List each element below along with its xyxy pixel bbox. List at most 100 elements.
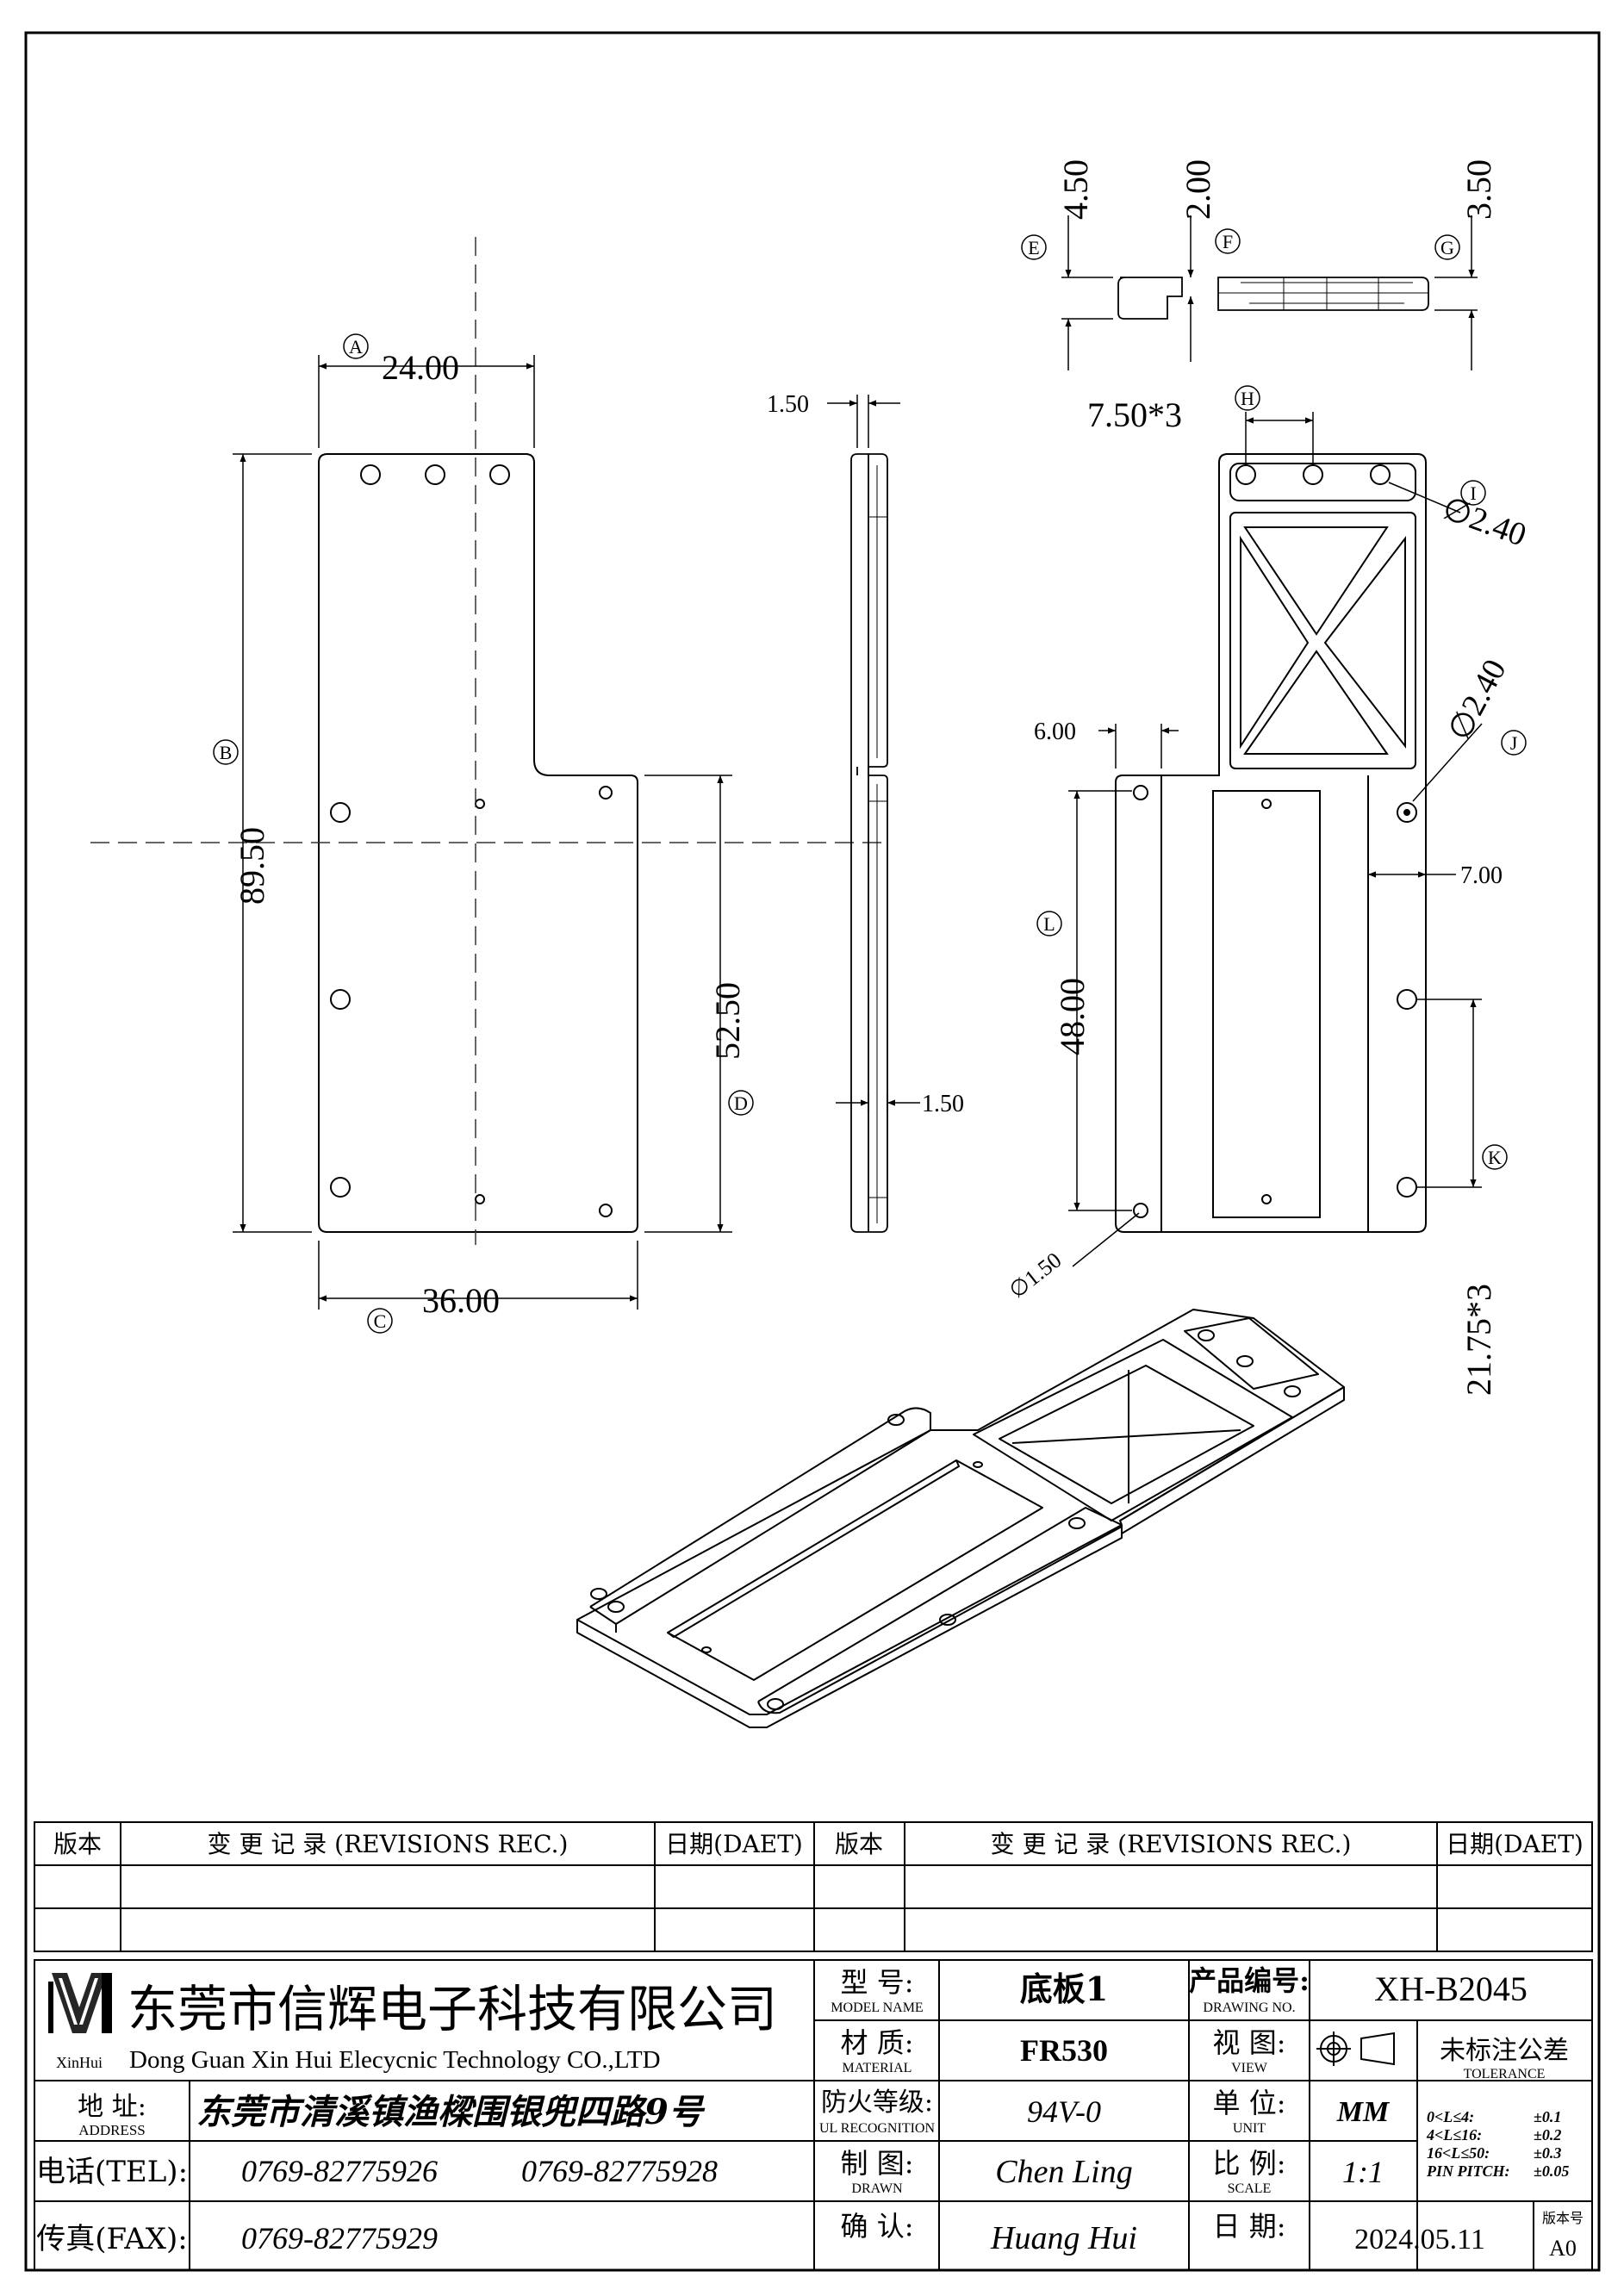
rev-header-record: 变 更 记 录 (REVISIONS REC.) bbox=[208, 1830, 569, 1858]
marker-g: G bbox=[1440, 237, 1454, 258]
marker-h: H bbox=[1241, 388, 1254, 409]
version-value: A0 bbox=[1549, 2236, 1577, 2261]
tel-value-1: 0769-82775926 bbox=[241, 2154, 438, 2188]
side-bot-thk-text: 1.50 bbox=[922, 1091, 964, 1117]
fire-value: 94V-0 bbox=[1027, 2094, 1101, 2129]
back-dim-texts: 7.50*3 ∅2.40 ∅2.40 6.00 7.00 48.00 21.75… bbox=[1005, 395, 1531, 1396]
unit-value: MM bbox=[1336, 2096, 1391, 2128]
fire-label-en: UL RECOGNITION bbox=[819, 2121, 936, 2136]
material-label-en: MATERIAL bbox=[843, 2061, 912, 2075]
marker-i: I bbox=[1470, 482, 1476, 504]
title-values-col2: 底板1 FR530 94V-0 Chen Ling Huang Hui bbox=[990, 1969, 1137, 2256]
tolerance-label-en: TOLERANCE bbox=[1464, 2067, 1546, 2081]
scale-value: 1:1 bbox=[1342, 2155, 1384, 2189]
front-hole bbox=[475, 799, 485, 809]
fire-label: 防火等级: bbox=[821, 2088, 933, 2118]
svg-text:±0.3: ±0.3 bbox=[1534, 2144, 1561, 2162]
dim-g-text: 3.50 bbox=[1459, 159, 1498, 220]
marker-j: J bbox=[1510, 732, 1518, 754]
view-label-en: VIEW bbox=[1231, 2061, 1268, 2075]
drawing-no-label-en: DRAWING NO. bbox=[1203, 2000, 1295, 2015]
markers-back: H I J L K bbox=[1036, 385, 1527, 1170]
version-label: 版本号 bbox=[1542, 2210, 1584, 2226]
front-view bbox=[318, 453, 638, 1233]
svg-text:±0.2: ±0.2 bbox=[1534, 2126, 1561, 2144]
marker-l: L bbox=[1043, 913, 1055, 935]
front-hole bbox=[330, 989, 351, 1010]
svg-text:16<L≤50:: 16<L≤50: bbox=[1427, 2144, 1490, 2162]
fax-value: 0769-82775929 bbox=[241, 2221, 438, 2256]
isometric-view bbox=[576, 1309, 1345, 1728]
revision-table bbox=[34, 1821, 1593, 1952]
dim-rail-text: 7.00 bbox=[1460, 862, 1503, 889]
dim-small-hole-text: ∅1.50 bbox=[1005, 1248, 1067, 1304]
drawn-value: Chen Ling bbox=[995, 2154, 1132, 2190]
marker-f: F bbox=[1223, 231, 1233, 252]
front-hole bbox=[475, 1194, 485, 1204]
title-block-grid bbox=[34, 1959, 1593, 2271]
address-label: 地 址: bbox=[78, 2092, 146, 2122]
front-hole bbox=[599, 786, 613, 800]
front-hole bbox=[360, 464, 381, 485]
dim-e-text: 4.50 bbox=[1056, 159, 1095, 220]
edge-dim-texts: 4.50 2.00 3.50 bbox=[1056, 159, 1498, 220]
svg-text:PIN PITCH:: PIN PITCH: bbox=[1426, 2162, 1510, 2180]
company-name-cn: 东莞市信辉电子科技有限公司 bbox=[128, 1980, 777, 2038]
dim-l-text: 48.00 bbox=[1053, 978, 1092, 1055]
svg-text:A: A bbox=[349, 336, 363, 358]
svg-text:0<L≤4:: 0<L≤4: bbox=[1427, 2108, 1474, 2125]
date-value: 2024.05.11 bbox=[1354, 2224, 1485, 2256]
view-label: 视 图: bbox=[1213, 2026, 1286, 2059]
rev-header-version: 版本 bbox=[835, 1830, 883, 1858]
marker-e: E bbox=[1028, 237, 1039, 258]
dim-h-text: 7.50*3 bbox=[1087, 395, 1182, 434]
edge-dims bbox=[1061, 215, 1478, 370]
dim-j-text: ∅2.40 bbox=[1441, 654, 1514, 747]
scale-label-en: SCALE bbox=[1228, 2181, 1272, 2196]
dim-d-text: 52.50 bbox=[708, 982, 747, 1060]
marker-b bbox=[213, 739, 239, 765]
drawn-label: 制 图: bbox=[841, 2147, 914, 2180]
svg-text:±0.1: ±0.1 bbox=[1534, 2108, 1561, 2125]
tolerance-label: 未标注公差 bbox=[1440, 2036, 1569, 2066]
sheet-border bbox=[24, 31, 1601, 2272]
rev-header-date: 日期(DAET) bbox=[1446, 1830, 1584, 1858]
front-hole bbox=[425, 464, 445, 485]
dim-f-text: 2.00 bbox=[1179, 159, 1217, 220]
center-lines bbox=[90, 237, 887, 1245]
tolerance-table: 0<L≤4: ±0.1 4<L≤16: ±0.2 16<L≤50: ±0.3 P… bbox=[1426, 2108, 1569, 2180]
rev-header-date: 日期(DAET) bbox=[665, 1830, 803, 1858]
svg-text:D: D bbox=[734, 1092, 748, 1114]
front-hole bbox=[599, 1204, 613, 1217]
side-dims bbox=[827, 395, 920, 1111]
side-top-thk-text: 1.50 bbox=[767, 391, 809, 418]
projection-symbol-icon bbox=[1316, 2032, 1395, 2066]
dim-c-text: 36.00 bbox=[422, 1281, 500, 1320]
marker-k: K bbox=[1488, 1147, 1502, 1168]
drawing-no-value: XH-B2045 bbox=[1374, 1969, 1528, 2008]
dim-k-text: 21.75*3 bbox=[1459, 1284, 1498, 1396]
svg-text:±0.05: ±0.05 bbox=[1534, 2162, 1569, 2180]
front-hole bbox=[330, 1177, 351, 1198]
front-hole bbox=[489, 464, 510, 485]
company-logo: XinHui bbox=[48, 1973, 112, 2071]
checked-label: 确 认: bbox=[841, 2210, 914, 2243]
revision-headers: 版本 变 更 记 录 (REVISIONS REC.) 日期(DAET) 版本 … bbox=[53, 1830, 1584, 1858]
markers-front: A B C D bbox=[213, 333, 754, 1334]
address-value: 东莞市清溪镇渔樑围银兜四路9号 bbox=[196, 2092, 706, 2132]
tel-value-2: 0769-82775928 bbox=[521, 2154, 718, 2188]
front-dims bbox=[233, 355, 732, 1310]
address-label-en: ADDRESS bbox=[78, 2122, 145, 2138]
svg-text:4<L≤16:: 4<L≤16: bbox=[1426, 2126, 1482, 2144]
dim-slot-text: 6.00 bbox=[1034, 719, 1076, 745]
front-hole bbox=[330, 802, 351, 823]
marker-c bbox=[367, 1308, 393, 1334]
checked-value: Huang Hui bbox=[990, 2220, 1137, 2256]
drawn-label-en: DRAWN bbox=[851, 2181, 903, 2196]
edge-view bbox=[1117, 277, 1429, 320]
logo-text: XinHui bbox=[56, 2054, 103, 2071]
fax-label: 传真(FAX): bbox=[36, 2222, 187, 2256]
marker-d bbox=[728, 1090, 754, 1116]
model-label: 型 号: bbox=[841, 1966, 914, 1999]
